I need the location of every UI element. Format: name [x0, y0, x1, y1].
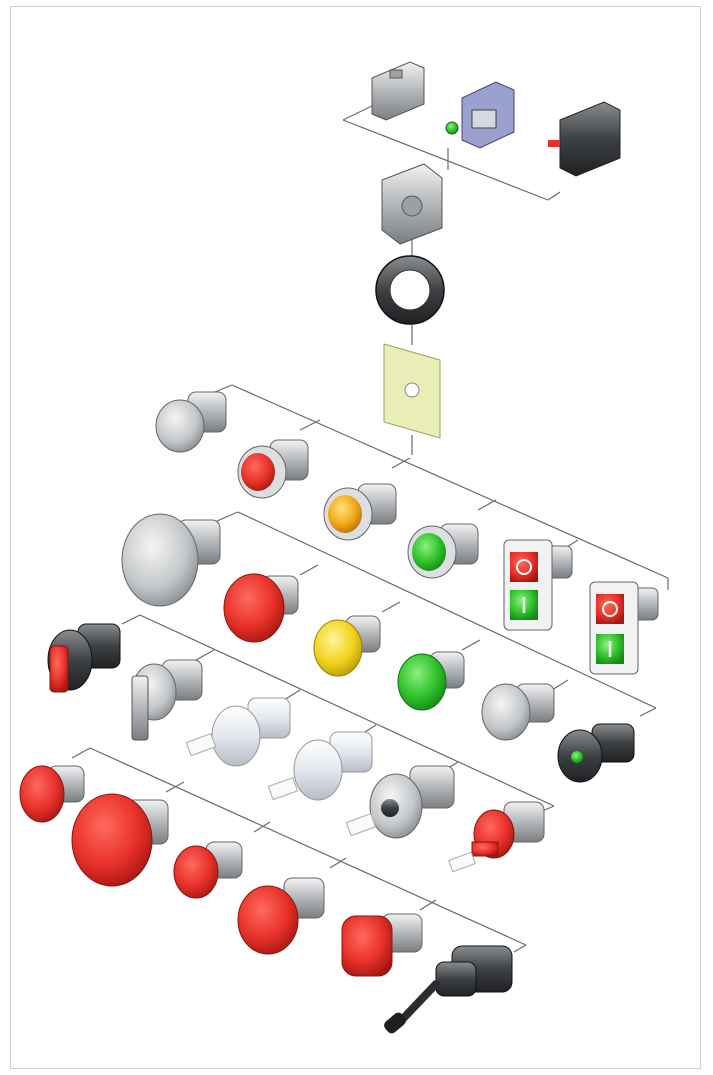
emergency-stop-red-shrouded [342, 914, 422, 976]
pushbutton-red [238, 440, 308, 498]
fixing-adapter [382, 164, 442, 244]
mushroom-yellow [314, 616, 380, 676]
emergency-stop-large [72, 794, 168, 886]
contact-block-red-tab [548, 102, 620, 176]
selector-grey-lever [132, 660, 202, 740]
double-pushbutton-2 [590, 582, 658, 674]
mounting-ring [376, 256, 444, 324]
pushbutton-green [408, 524, 478, 578]
legend-plate-yellow [384, 344, 440, 438]
pushbutton-grey [156, 392, 226, 452]
mushroom-grey-large [122, 514, 220, 606]
emergency-stop-red-small [174, 842, 242, 898]
selector-red [48, 624, 120, 692]
contact-block-lamp-holder [446, 82, 514, 148]
key-switch-dark [346, 766, 454, 838]
key-switch-red [449, 802, 544, 872]
double-pushbutton-1 [504, 540, 572, 630]
emergency-stop-red-mid [238, 878, 324, 954]
mushroom-green [398, 652, 464, 710]
key-switch-clear-1 [186, 698, 290, 766]
key-switch-clear-2 [268, 732, 372, 800]
joystick [382, 946, 512, 1035]
pushbutton-amber [324, 484, 396, 540]
mushroom-red [224, 574, 298, 642]
pushbutton-knurled-grey [482, 684, 554, 740]
indicator-light-green [558, 724, 634, 782]
emergency-stop-small [20, 766, 84, 822]
contact-block-grey [372, 62, 424, 120]
